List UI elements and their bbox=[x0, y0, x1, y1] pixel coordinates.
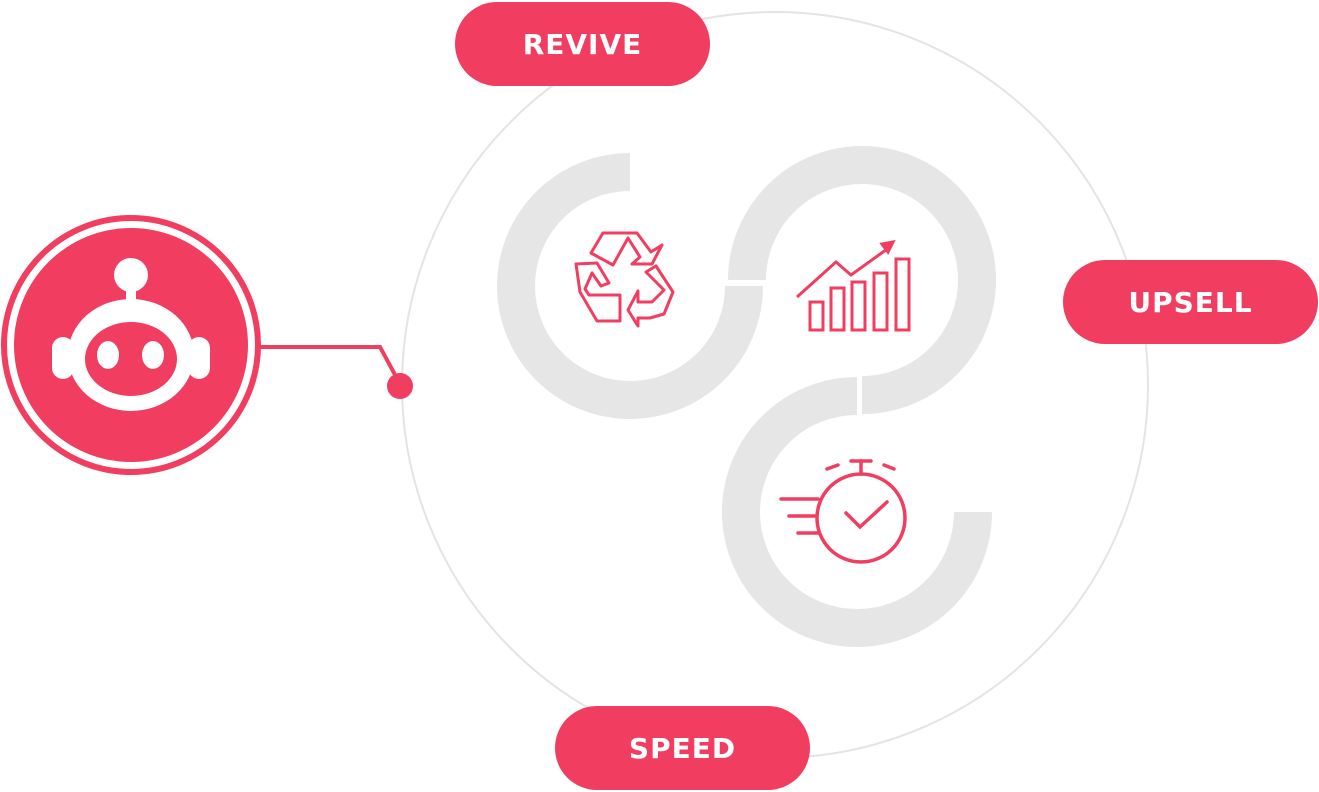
growth-chart-icon bbox=[795, 239, 911, 332]
speed-label: SPEED bbox=[555, 706, 810, 790]
revive-label: REVIVE bbox=[455, 2, 710, 86]
speed-ring bbox=[722, 377, 992, 647]
robot-icon bbox=[52, 258, 210, 411]
stopwatch-check-icon bbox=[779, 459, 907, 564]
orbit-circle bbox=[401, 11, 1149, 759]
recycle-icon bbox=[574, 231, 675, 328]
connector-dot bbox=[387, 373, 413, 399]
robot-badge bbox=[1, 215, 261, 475]
upsell-ring bbox=[728, 146, 996, 414]
upsell-label: UPSELL bbox=[1063, 260, 1318, 344]
connector-line bbox=[258, 345, 402, 385]
revive-ring bbox=[497, 153, 763, 419]
